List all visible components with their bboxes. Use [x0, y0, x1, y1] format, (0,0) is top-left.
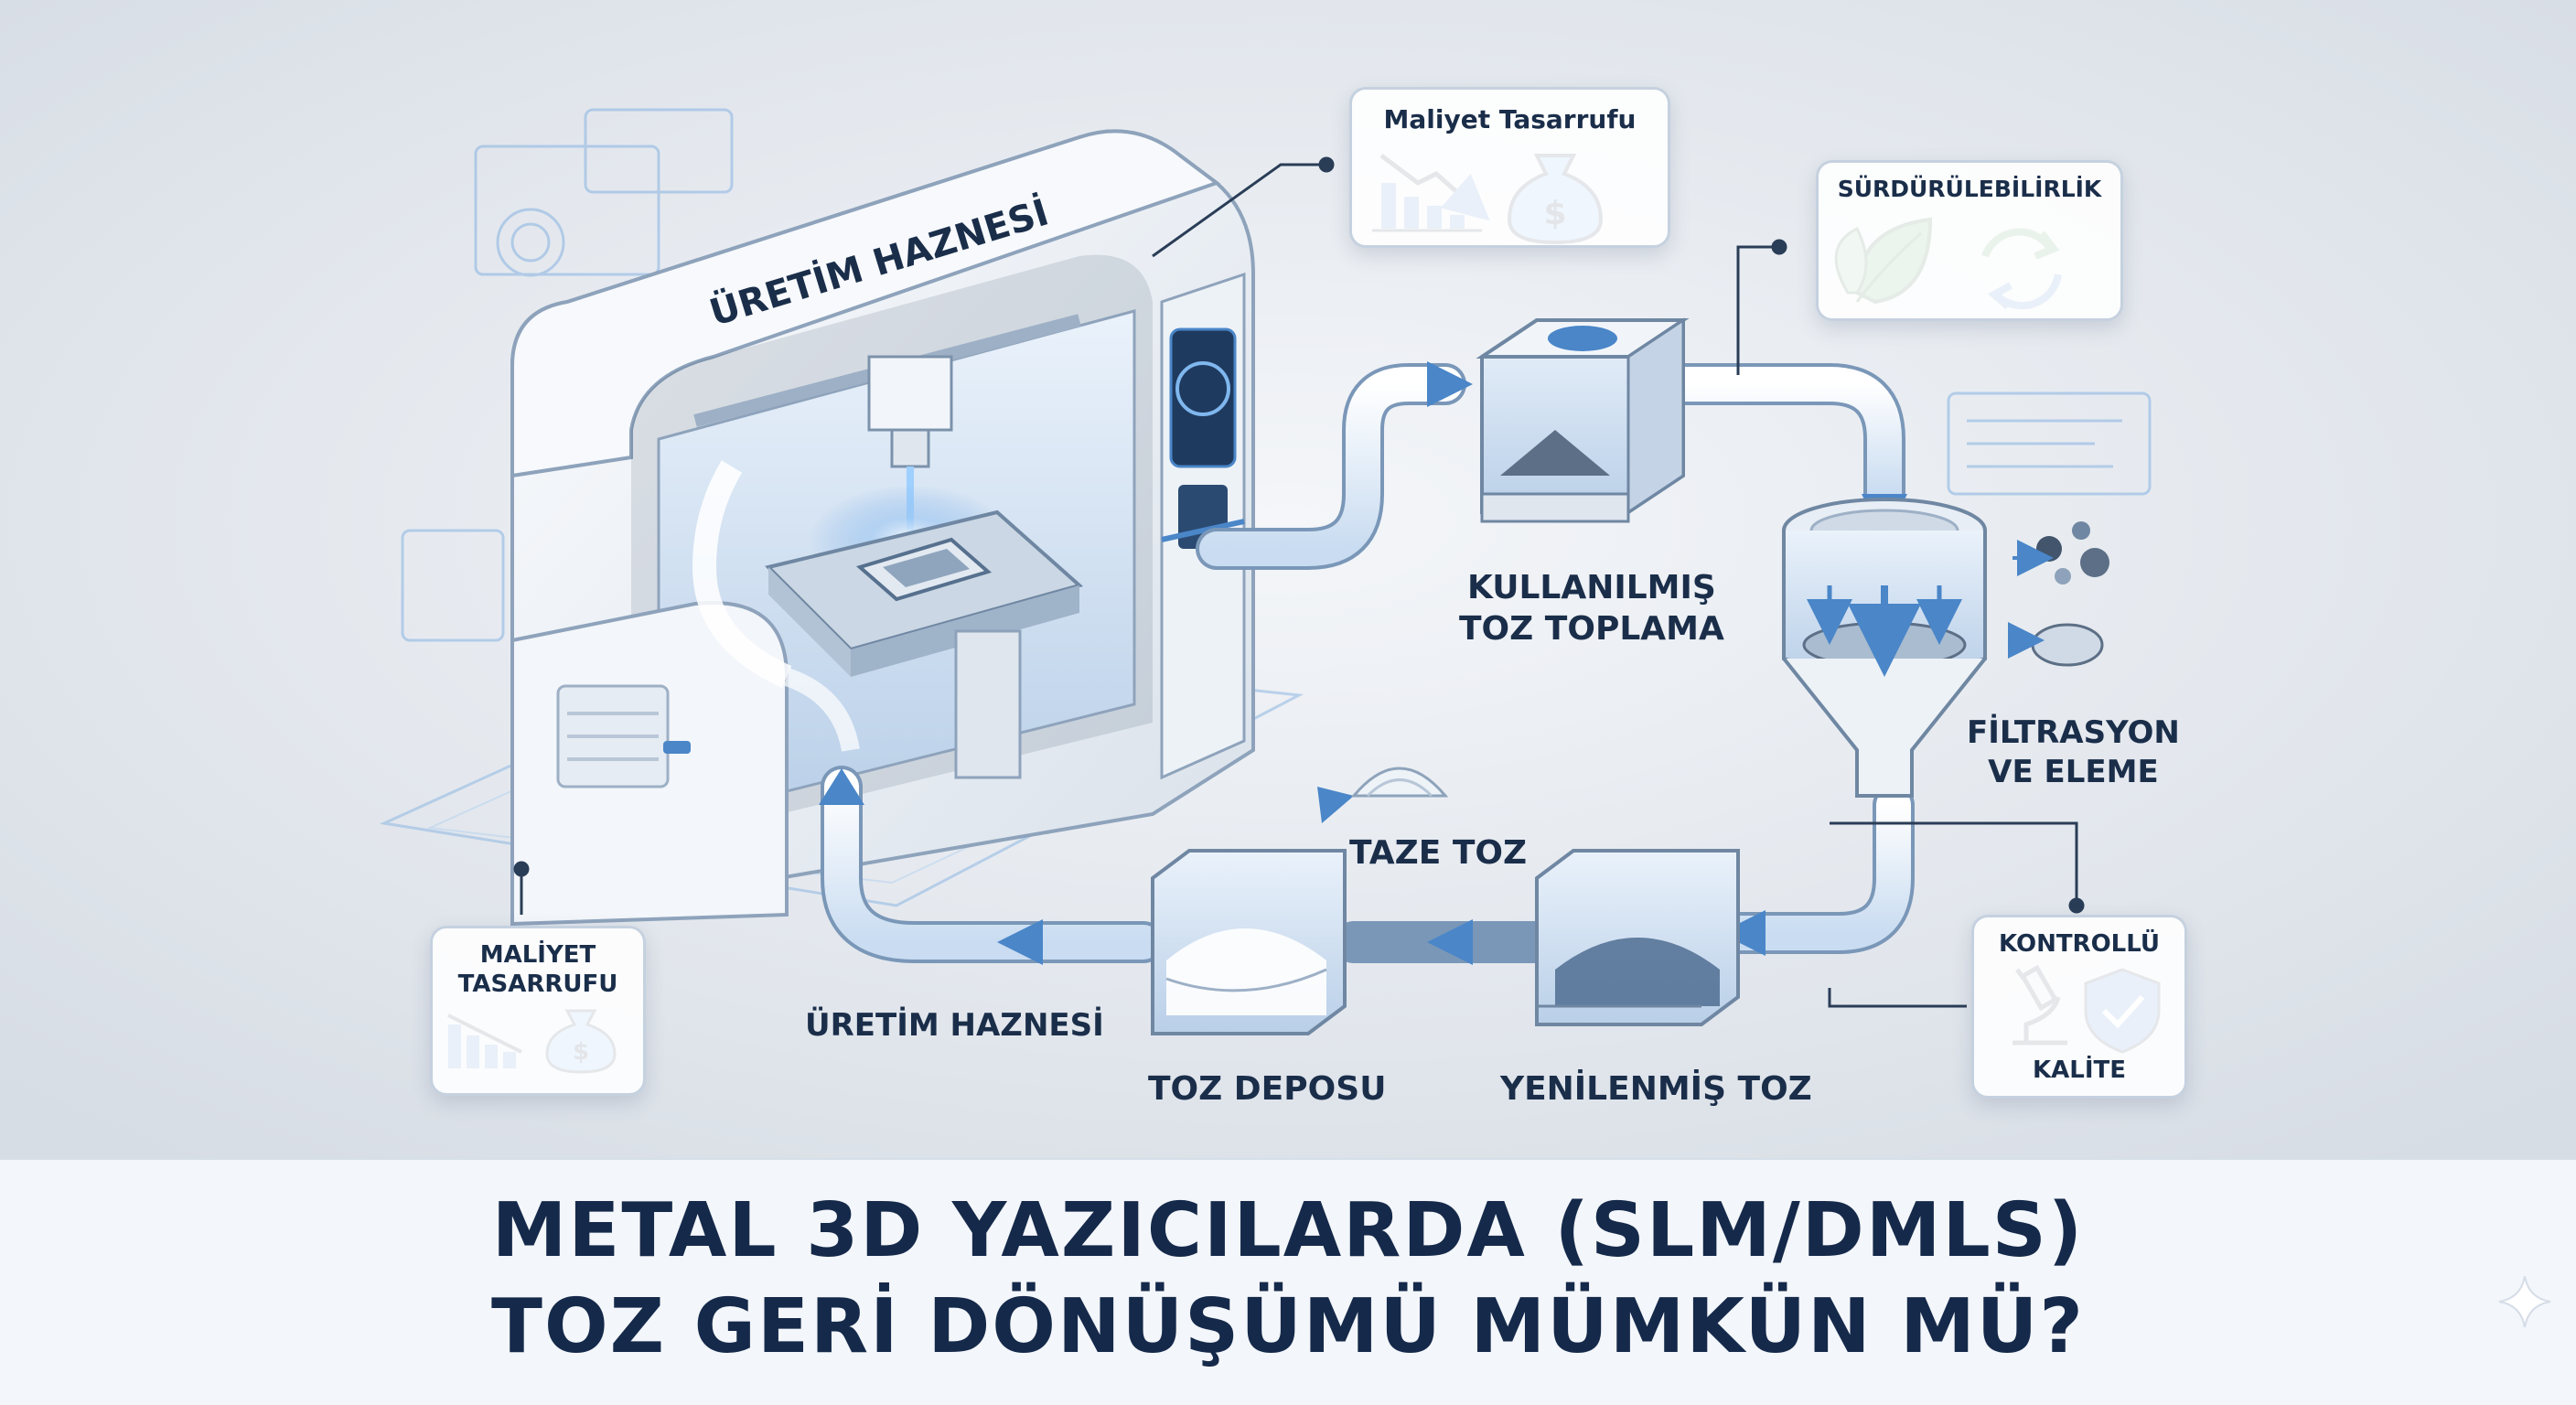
card-title: SÜRDÜRÜLEBİLİRLİK [1837, 176, 2102, 202]
collection-label-line2: TOZ TOPLAMA [1459, 610, 1724, 648]
storage-container [1151, 849, 1347, 1035]
card-title: Maliyet Tasarrufu [1383, 104, 1637, 134]
diagram-scene: $ $ [0, 0, 2576, 1158]
production-return-label: ÜRETİM HAZNESİ [805, 1007, 1104, 1044]
cost-saving-card-bottom: MALİYET TASARRUFU [430, 926, 646, 1096]
fresh-powder-pile [1350, 767, 1449, 798]
title-band: METAL 3D YAZICILARDA (SLM/DMLS) TOZ GERİ… [0, 1158, 2576, 1405]
card-connectors [513, 156, 2085, 1008]
collection-bin [1476, 317, 1690, 523]
filter-sieve [1782, 498, 2109, 798]
controlled-quality-card: KONTROLLÜ KALİTE [1971, 915, 2187, 1099]
storage-label: TOZ DEPOSU [1148, 1070, 1387, 1108]
filtration-label-line2: VE ELEME [1988, 753, 2159, 790]
collection-label-line1: KULLANILMIŞ [1466, 569, 1716, 606]
title-line-1: METAL 3D YAZICILARDA (SLM/DMLS) [491, 1187, 2085, 1274]
sustainability-card: SÜRDÜRÜLEBİLİRLİK [1816, 160, 2123, 321]
filtration-label: FİLTRASYON VE ELEME [1967, 713, 2180, 791]
printer-machine [510, 129, 1255, 927]
card-title-line1: KONTROLLÜ [1998, 930, 2161, 958]
cost-saving-card-top: Maliyet Tasarrufu [1349, 87, 1670, 248]
filtration-label-line1: FİLTRASYON [1967, 714, 2180, 751]
card-title-line2: TASARRUFU [457, 971, 618, 998]
card-title-line1: MALİYET [479, 941, 596, 969]
title-line-2: TOZ GERİ DÖNÜŞÜMÜ MÜMKÜN MÜ? [491, 1283, 2085, 1370]
card-title-line2: KALİTE [2032, 1056, 2126, 1084]
diagram-canvas: $ $ [0, 0, 2576, 1158]
sparkle-icon [2498, 1275, 2551, 1328]
hologram-panels [401, 108, 2152, 642]
fresh-powder-label: TAZE TOZ [1349, 834, 1528, 872]
collection-label: KULLANILMIŞ TOZ TOPLAMA [1459, 567, 1724, 649]
renewed-powder-container [1535, 849, 1740, 1026]
renewed-powder-label: YENİLENMİŞ TOZ [1500, 1070, 1812, 1108]
